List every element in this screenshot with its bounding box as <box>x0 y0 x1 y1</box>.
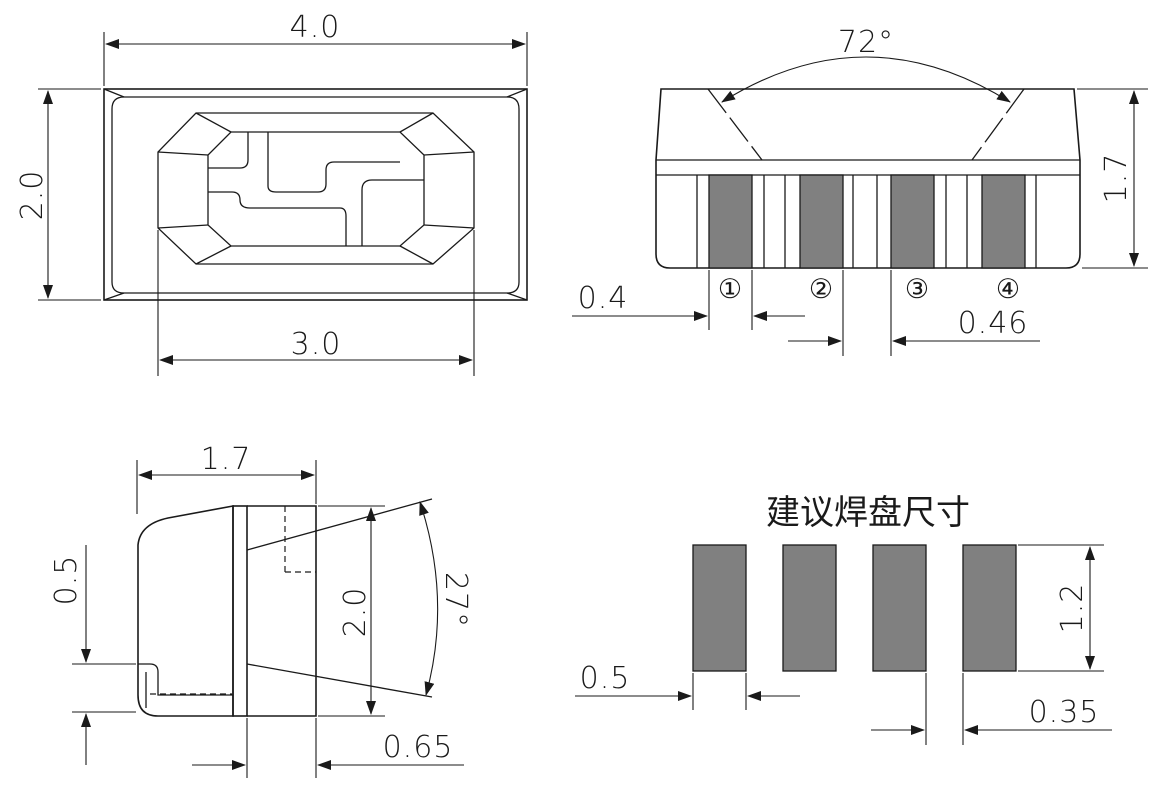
top-lens-outer <box>157 112 475 265</box>
front-pin-pitch-dim: 0.46 <box>958 306 1029 341</box>
side-lead <box>138 663 233 696</box>
top-view: 4.0 2.0 3.0 <box>15 10 528 376</box>
top-lens-inner <box>207 131 425 247</box>
side-lens-height-dim: 2.0 <box>338 587 373 638</box>
top-inner-width-dim: 3.0 <box>291 327 342 362</box>
side-angle-dim: 27° <box>438 572 473 628</box>
side-view: 27° 1.7 2.0 0.5 0.65 <box>49 442 473 778</box>
front-pin-4 <box>981 174 1026 269</box>
front-body-outline <box>655 88 1081 269</box>
front-pin-width-dim: 0.4 <box>578 281 629 316</box>
top-lead-frame <box>208 132 249 169</box>
top-height-dim: 2.0 <box>15 170 50 221</box>
top-body-outline <box>103 88 528 301</box>
footprint-title: 建议焊盘尺寸 <box>766 493 970 533</box>
footprint-pad-height-dim: 1.2 <box>1055 583 1090 634</box>
front-view: 72° ① ② ③ ④ 1.7 0.4 <box>572 25 1148 356</box>
front-pin-3 <box>890 174 935 269</box>
side-lead-height-dim: 0.5 <box>49 555 84 606</box>
footprint-pad-3 <box>872 544 927 672</box>
footprint-view: 建议焊盘尺寸 1.2 0.5 0.35 <box>575 493 1112 745</box>
front-pin-2 <box>799 174 844 269</box>
front-pin-1 <box>708 174 753 269</box>
footprint-pad-4 <box>962 544 1017 672</box>
pin-label-4: ④ <box>996 274 1020 305</box>
footprint-pad-gap-dim: 0.35 <box>1029 695 1100 730</box>
top-width-dim: 4.0 <box>290 10 341 45</box>
pin-label-1: ① <box>718 274 742 305</box>
pin-label-3: ③ <box>905 274 929 305</box>
footprint-pad-1 <box>692 544 747 672</box>
footprint-pad-2 <box>782 544 837 672</box>
side-depth-dim: 1.7 <box>201 442 252 477</box>
front-leads <box>696 175 1037 268</box>
front-height-dim: 1.7 <box>1099 153 1134 204</box>
pin-label-2: ② <box>809 274 833 305</box>
side-offset-dim: 0.65 <box>383 730 454 765</box>
footprint-pad-width-dim: 0.5 <box>580 661 631 696</box>
front-angle-dim: 72° <box>838 25 894 60</box>
side-body-outline <box>137 505 234 717</box>
side-lens-face <box>232 505 248 717</box>
